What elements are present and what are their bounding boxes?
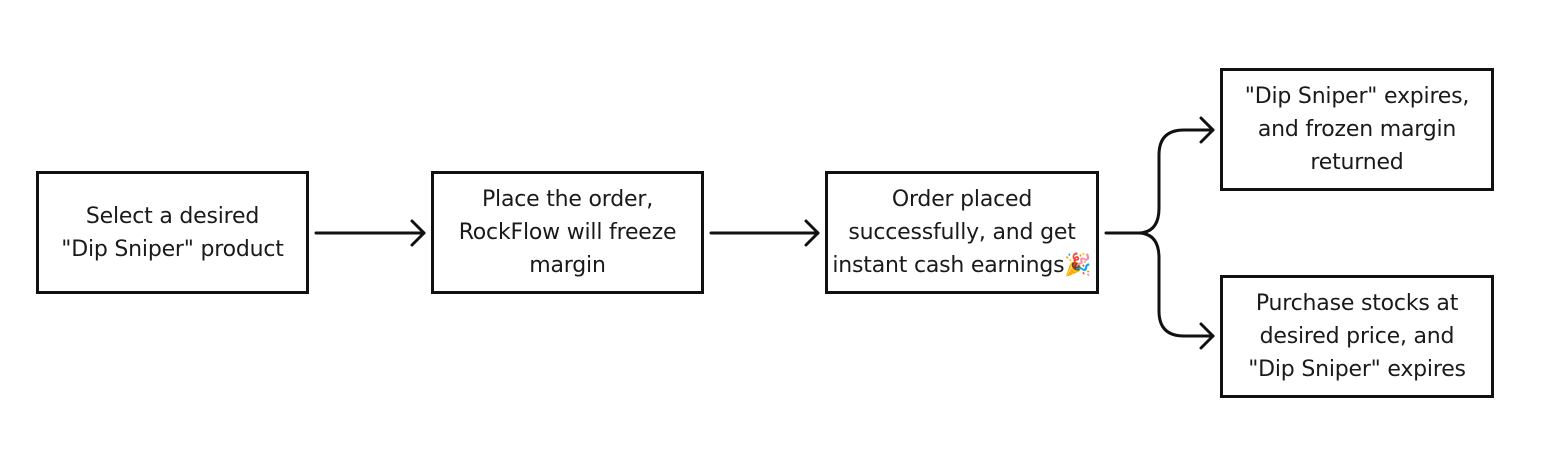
arrowhead-to-expire (1199, 116, 1215, 144)
node-expire-line-3: returned (1310, 150, 1404, 175)
arrowhead-select-to-place (410, 219, 426, 247)
node-purchase-line-2: desired price, and (1259, 324, 1455, 349)
node-expire-line-2: and frozen margin (1257, 117, 1457, 142)
node-select-line-1: Select a desired (85, 203, 260, 229)
node-purchase-line-1: Purchase stocks at (1255, 291, 1459, 316)
node-place-order: Place the order, RockFlow will freeze ma… (431, 171, 704, 294)
node-success-line-2: successfully, and get (848, 220, 1076, 245)
node-order-success: Order placed successfully, and get insta… (825, 171, 1099, 294)
node-expire-line-1: "Dip Sniper" expires, (1244, 84, 1470, 109)
node-expires-margin-returned: "Dip Sniper" expires, and frozen margin … (1220, 68, 1494, 191)
node-success-line-3: instant cash earnings🎉 (832, 253, 1092, 278)
node-place-line-1: Place the order, (481, 187, 654, 212)
node-purchase-stocks: Purchase stocks at desired price, and "D… (1220, 275, 1494, 398)
node-place-line-2: RockFlow will freeze (458, 220, 677, 245)
branch-brace-upper (1136, 128, 1215, 235)
node-place-line-3: margin (529, 253, 606, 278)
node-select-line-2: "Dip Sniper" product (61, 236, 284, 262)
arrowhead-place-to-success (804, 219, 820, 247)
node-success-line-1: Order placed (891, 187, 1033, 212)
node-purchase-line-3: "Dip Sniper" expires (1248, 357, 1466, 382)
arrowhead-to-purchase (1199, 322, 1215, 350)
node-select-product: Select a desired "Dip Sniper" product (36, 171, 309, 294)
branch-brace-lower (1136, 231, 1215, 338)
